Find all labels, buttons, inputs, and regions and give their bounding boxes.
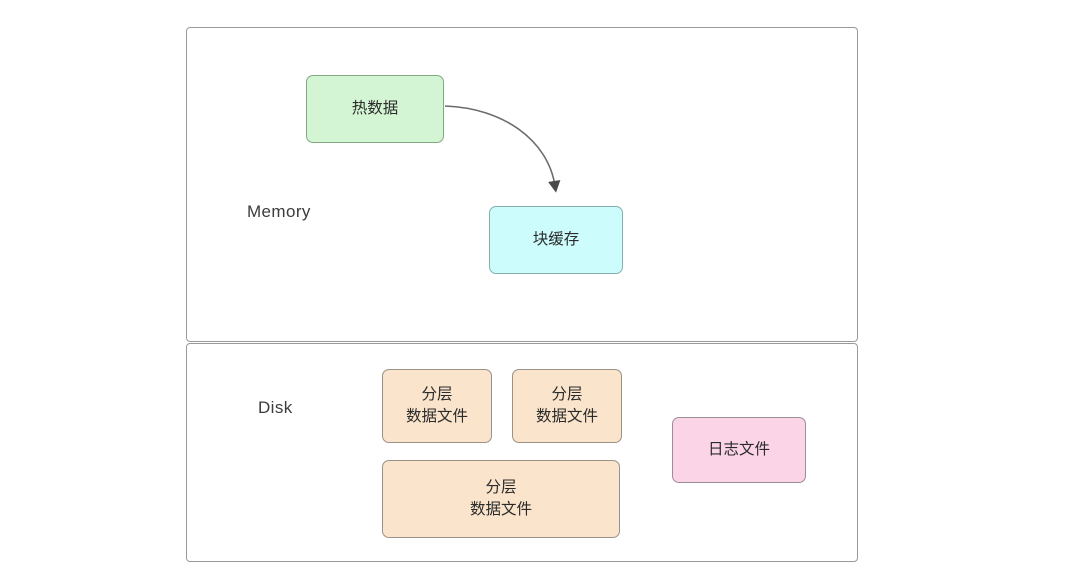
node-block-cache[interactable]: 块缓存 — [489, 206, 623, 274]
node-tiered-data-file-1[interactable]: 分层 数据文件 — [382, 369, 492, 443]
disk-section-label: Disk — [258, 398, 293, 417]
node-tiered-data-file-3[interactable]: 分层 数据文件 — [382, 460, 620, 538]
node-log-file[interactable]: 日志文件 — [672, 417, 806, 483]
node-tiered-data-file-2[interactable]: 分层 数据文件 — [512, 369, 622, 443]
memory-section-label: Memory — [247, 202, 311, 221]
memory-section — [186, 27, 858, 342]
node-hot-data[interactable]: 热数据 — [306, 75, 444, 143]
